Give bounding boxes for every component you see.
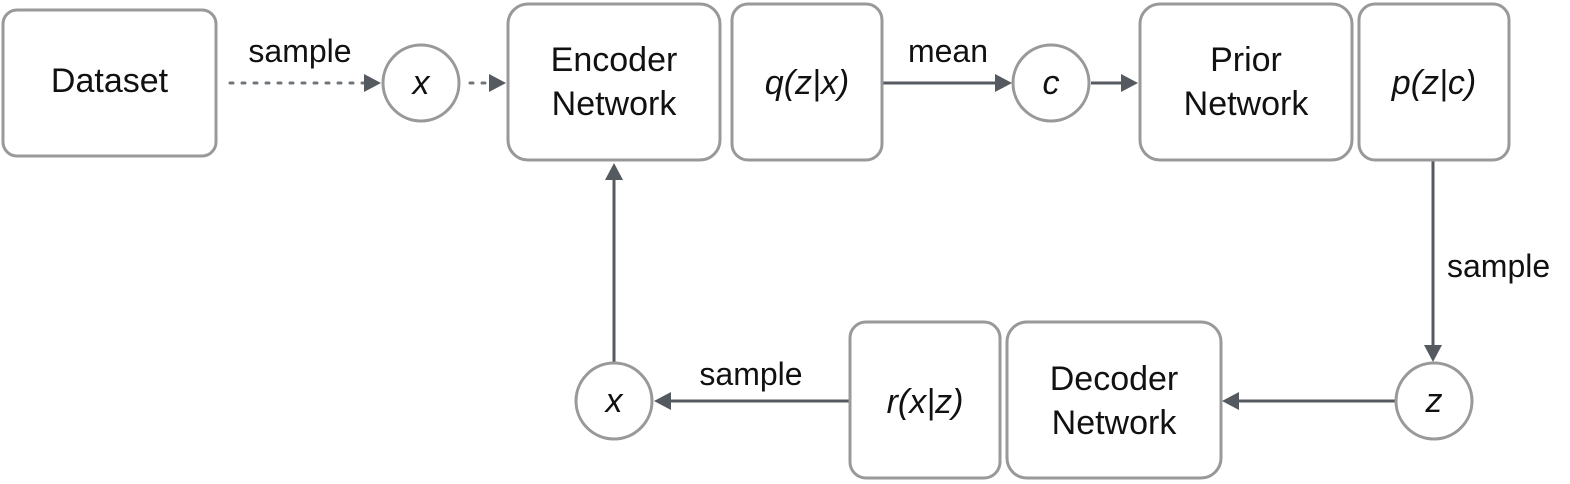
edge-x-to-encoder-feedback-head	[605, 163, 623, 180]
box-decoder-label-line2: Network	[1052, 404, 1178, 442]
node-x-bottom: x	[574, 361, 654, 441]
box-prior-label-line2: Network	[1184, 85, 1310, 123]
node-z: z	[1394, 361, 1474, 441]
box-p-dist: p(z|c)	[1357, 2, 1511, 162]
box-encoder-label-line1: Encoder	[551, 41, 678, 79]
label-p-to-z: sample	[1447, 248, 1550, 284]
edge-dataset-to-x-head	[364, 74, 381, 92]
box-encoder-label-line2: Network	[552, 85, 678, 123]
edge-q-to-c-head	[995, 74, 1012, 92]
node-c-label: c	[1043, 64, 1060, 102]
box-dataset-label: Dataset	[51, 62, 169, 100]
edge-z-to-decoder-head	[1222, 392, 1239, 410]
label-r-to-x: sample	[699, 356, 802, 392]
label-dataset-to-x: sample	[248, 33, 351, 69]
node-x-top: x	[381, 43, 461, 123]
edges	[228, 74, 1442, 410]
box-q-dist-label: q(z|x)	[765, 64, 849, 102]
edge-x-to-encoder-head	[489, 74, 506, 92]
box-encoder-network: Encoder Network	[506, 2, 722, 162]
box-q-dist: q(z|x)	[730, 2, 884, 162]
box-prior-label-line1: Prior	[1210, 41, 1282, 79]
box-dataset: Dataset	[1, 8, 218, 158]
node-z-label: z	[1425, 382, 1443, 420]
box-prior-network: Prior Network	[1138, 2, 1354, 162]
edge-r-to-x-head	[654, 392, 671, 410]
box-decoder-network: Decoder Network	[1005, 320, 1223, 480]
node-x-top-label: x	[411, 64, 431, 102]
box-p-dist-label: p(z|c)	[1391, 64, 1476, 102]
node-x-bottom-label: x	[604, 382, 624, 420]
box-r-dist: r(x|z)	[848, 320, 1002, 480]
box-r-dist-label: r(x|z)	[887, 383, 964, 421]
label-q-to-c: mean	[908, 33, 988, 69]
edge-p-to-z-head	[1424, 345, 1442, 362]
edge-c-to-prior-head	[1121, 74, 1138, 92]
node-c: c	[1011, 43, 1091, 123]
box-decoder-label-line1: Decoder	[1050, 360, 1179, 398]
